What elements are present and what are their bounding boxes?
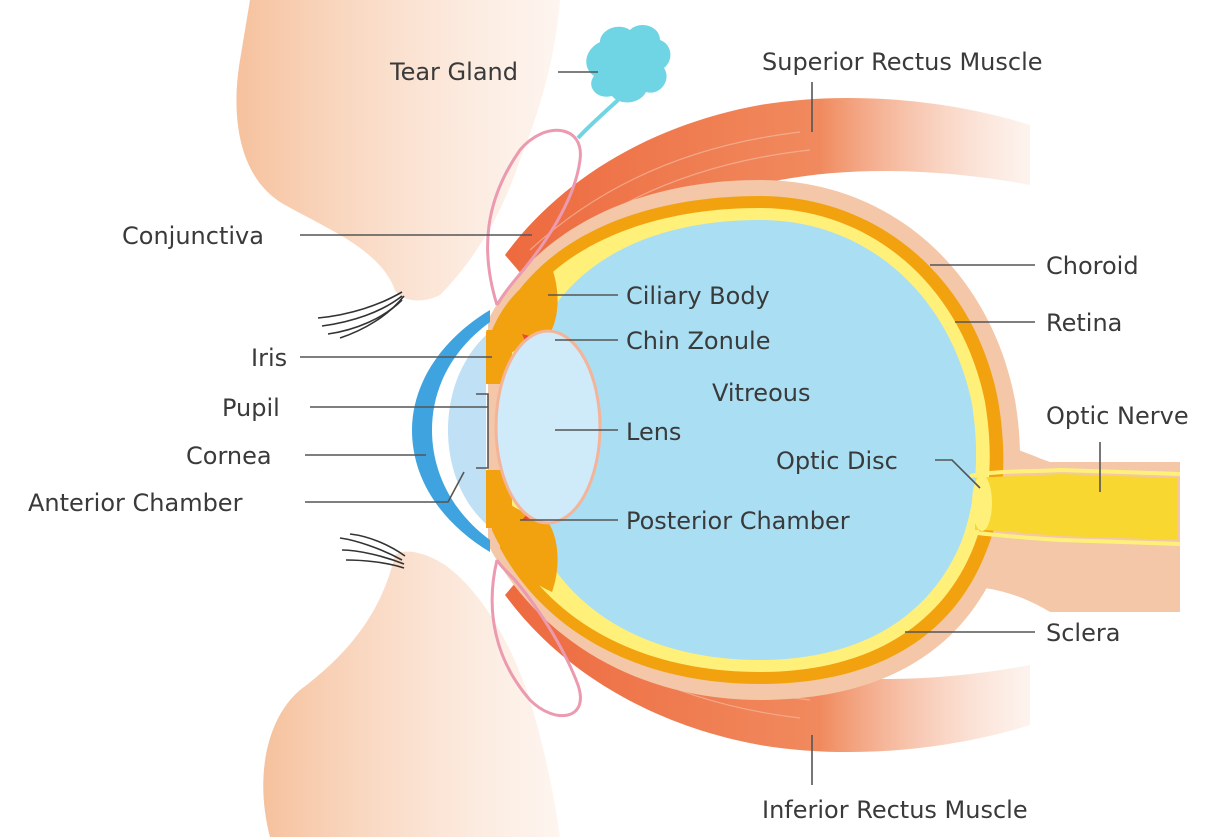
label-vitreous: Vitreous [712,379,810,407]
label-tear-gland: Tear Gland [389,58,518,86]
label-chin-zonule: Chin Zonule [626,327,770,355]
label-conjunctiva: Conjunctiva [122,222,264,250]
lens [496,331,600,523]
label-anterior-chamber: Anterior Chamber [28,489,243,517]
label-inferior-rectus-muscle: Inferior Rectus Muscle [762,796,1028,824]
iris-lower [486,470,500,528]
label-retina: Retina [1046,309,1122,337]
label-optic-disc: Optic Disc [776,447,898,475]
label-lens: Lens [626,418,681,446]
label-superior-rectus-muscle: Superior Rectus Muscle [762,48,1043,76]
optic-nerve [975,474,1178,540]
label-pupil: Pupil [222,394,280,422]
tear-gland-duct [578,100,618,138]
label-optic-nerve: Optic Nerve [1046,402,1189,430]
anterior-chamber [448,335,486,524]
tear-gland [586,25,670,102]
label-sclera: Sclera [1046,619,1120,647]
label-iris: Iris [251,344,287,372]
label-cornea: Cornea [186,442,272,470]
label-ciliary-body: Ciliary Body [626,282,770,310]
label-posterior-chamber: Posterior Chamber [626,507,850,535]
label-choroid: Choroid [1046,252,1139,280]
upper-eyelashes [318,292,404,338]
